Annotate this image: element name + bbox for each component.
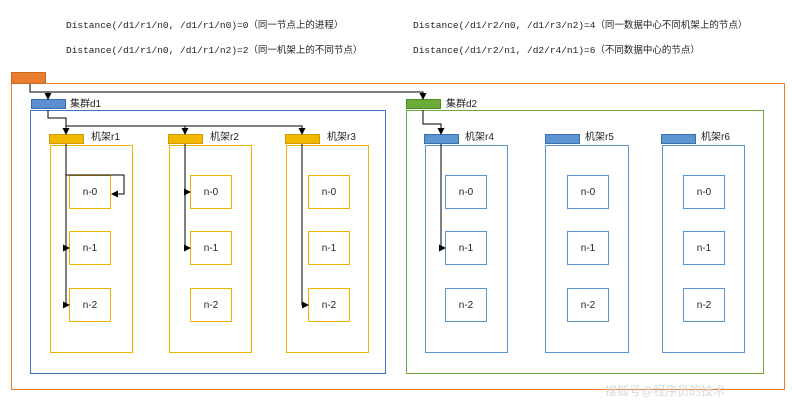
rack-r4-label: 机架r4 <box>465 132 494 143</box>
formula-different-datacenter: Distance(/d1/r2/n1, /d2/r4/n1)=6（不同数据中心的… <box>413 45 700 56</box>
rack-r5-label: 机架r5 <box>585 132 614 143</box>
rack-r4-box <box>425 145 508 353</box>
rack-r6-box <box>662 145 745 353</box>
rack-r4-node-1: n-1 <box>445 231 487 265</box>
rack-r2-node-2: n-2 <box>190 288 232 322</box>
cluster-d2-label: 集群d2 <box>446 99 478 110</box>
rack-r4-node-2: n-2 <box>445 288 487 322</box>
rack-r4-node-0: n-0 <box>445 175 487 209</box>
formula-same-rack: Distance(/d1/r1/n0, /d1/r1/n2)=2（同一机架上的不… <box>66 45 363 56</box>
cluster-d1-label: 集群d1 <box>70 99 102 110</box>
rack-r2-box <box>169 145 252 353</box>
cluster-d2-box <box>406 110 764 374</box>
rack-r2-label: 机架r2 <box>210 132 239 143</box>
rack-r1-box <box>50 145 133 353</box>
rack-r3-label: 机架r3 <box>327 132 356 143</box>
rack-r1-label: 机架r1 <box>91 132 120 143</box>
rack-r5-box <box>545 145 629 353</box>
rack-r5-node-1: n-1 <box>567 231 609 265</box>
rack-r5-node-2: n-2 <box>567 288 609 322</box>
rack-r6-node-0: n-0 <box>683 175 725 209</box>
rack-r6-node-1: n-1 <box>683 231 725 265</box>
cluster-d1-box <box>30 110 386 374</box>
watermark: 搜狐号@程序员的技术 <box>605 384 726 398</box>
rack-r2-node-0: n-0 <box>190 175 232 209</box>
rack-r5-node-0: n-0 <box>567 175 609 209</box>
rack-r3-box <box>286 145 369 353</box>
rack-r2-node-1: n-1 <box>190 231 232 265</box>
rack-r6-node-2: n-2 <box>683 288 725 322</box>
formula-same-node: Distance(/d1/r1/n0, /d1/r1/n0)=0（同一节点上的进… <box>66 20 344 31</box>
rack-r5-tab <box>545 134 580 144</box>
formula-same-datacenter: Distance(/d1/r2/n0, /d1/r3/n2)=4（同一数据中心不… <box>413 20 748 31</box>
rack-r1-node-2: n-2 <box>69 288 111 322</box>
root-tab <box>11 72 46 84</box>
rack-r3-node-1: n-1 <box>308 231 350 265</box>
rack-r6-label: 机架r6 <box>701 132 730 143</box>
rack-r6-tab <box>661 134 696 144</box>
rack-r3-node-0: n-0 <box>308 175 350 209</box>
root-container <box>11 83 785 390</box>
